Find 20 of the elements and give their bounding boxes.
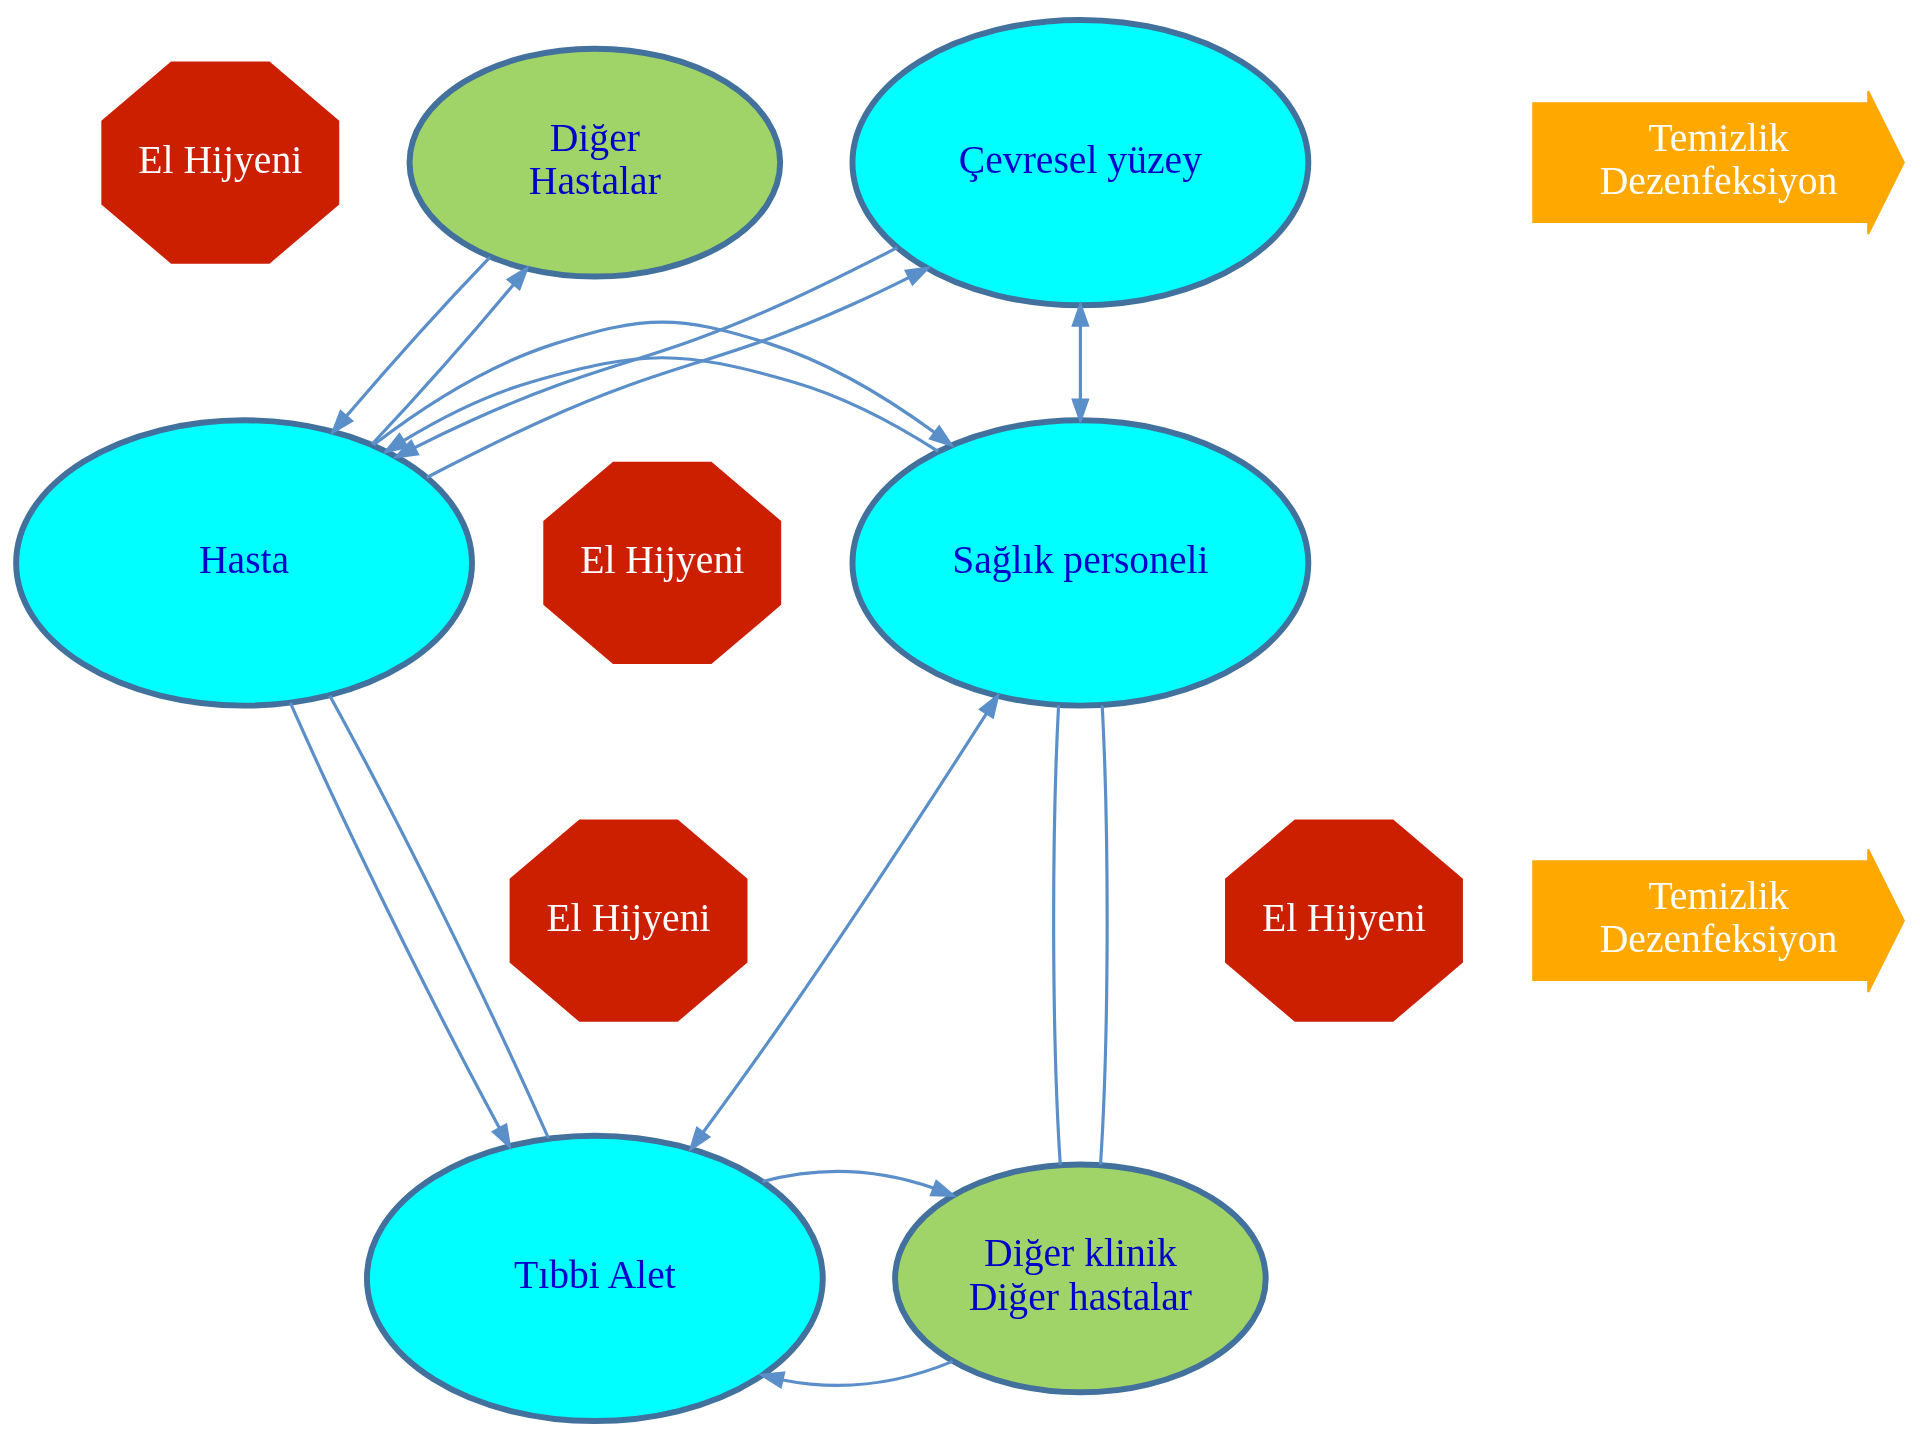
arrow: [1071, 300, 1090, 425]
arrow: [392, 245, 898, 459]
node-ellipse: Sağlık personeli: [849, 416, 1312, 709]
connector: [328, 694, 550, 1139]
node-ellipse: Diğer Hastalar: [406, 45, 784, 280]
arrow: [370, 264, 530, 445]
arrow: [330, 255, 492, 435]
arrow: [426, 265, 932, 479]
arrow: [688, 691, 1001, 1153]
connector: [1098, 704, 1109, 1165]
node-ellipse: Hasta: [13, 416, 475, 709]
node-ellipse: Diğer klinik Diğer hastalar: [892, 1160, 1269, 1395]
arrow: [762, 1169, 958, 1197]
node-ellipse: Tıbbi Alet: [363, 1132, 826, 1424]
node-ellipse: Çevresel yüzey: [849, 16, 1312, 308]
arrow: [372, 320, 955, 448]
arrow: [289, 701, 512, 1150]
connector: [1052, 704, 1062, 1165]
arrow: [382, 355, 940, 454]
arrow: [758, 1359, 954, 1389]
